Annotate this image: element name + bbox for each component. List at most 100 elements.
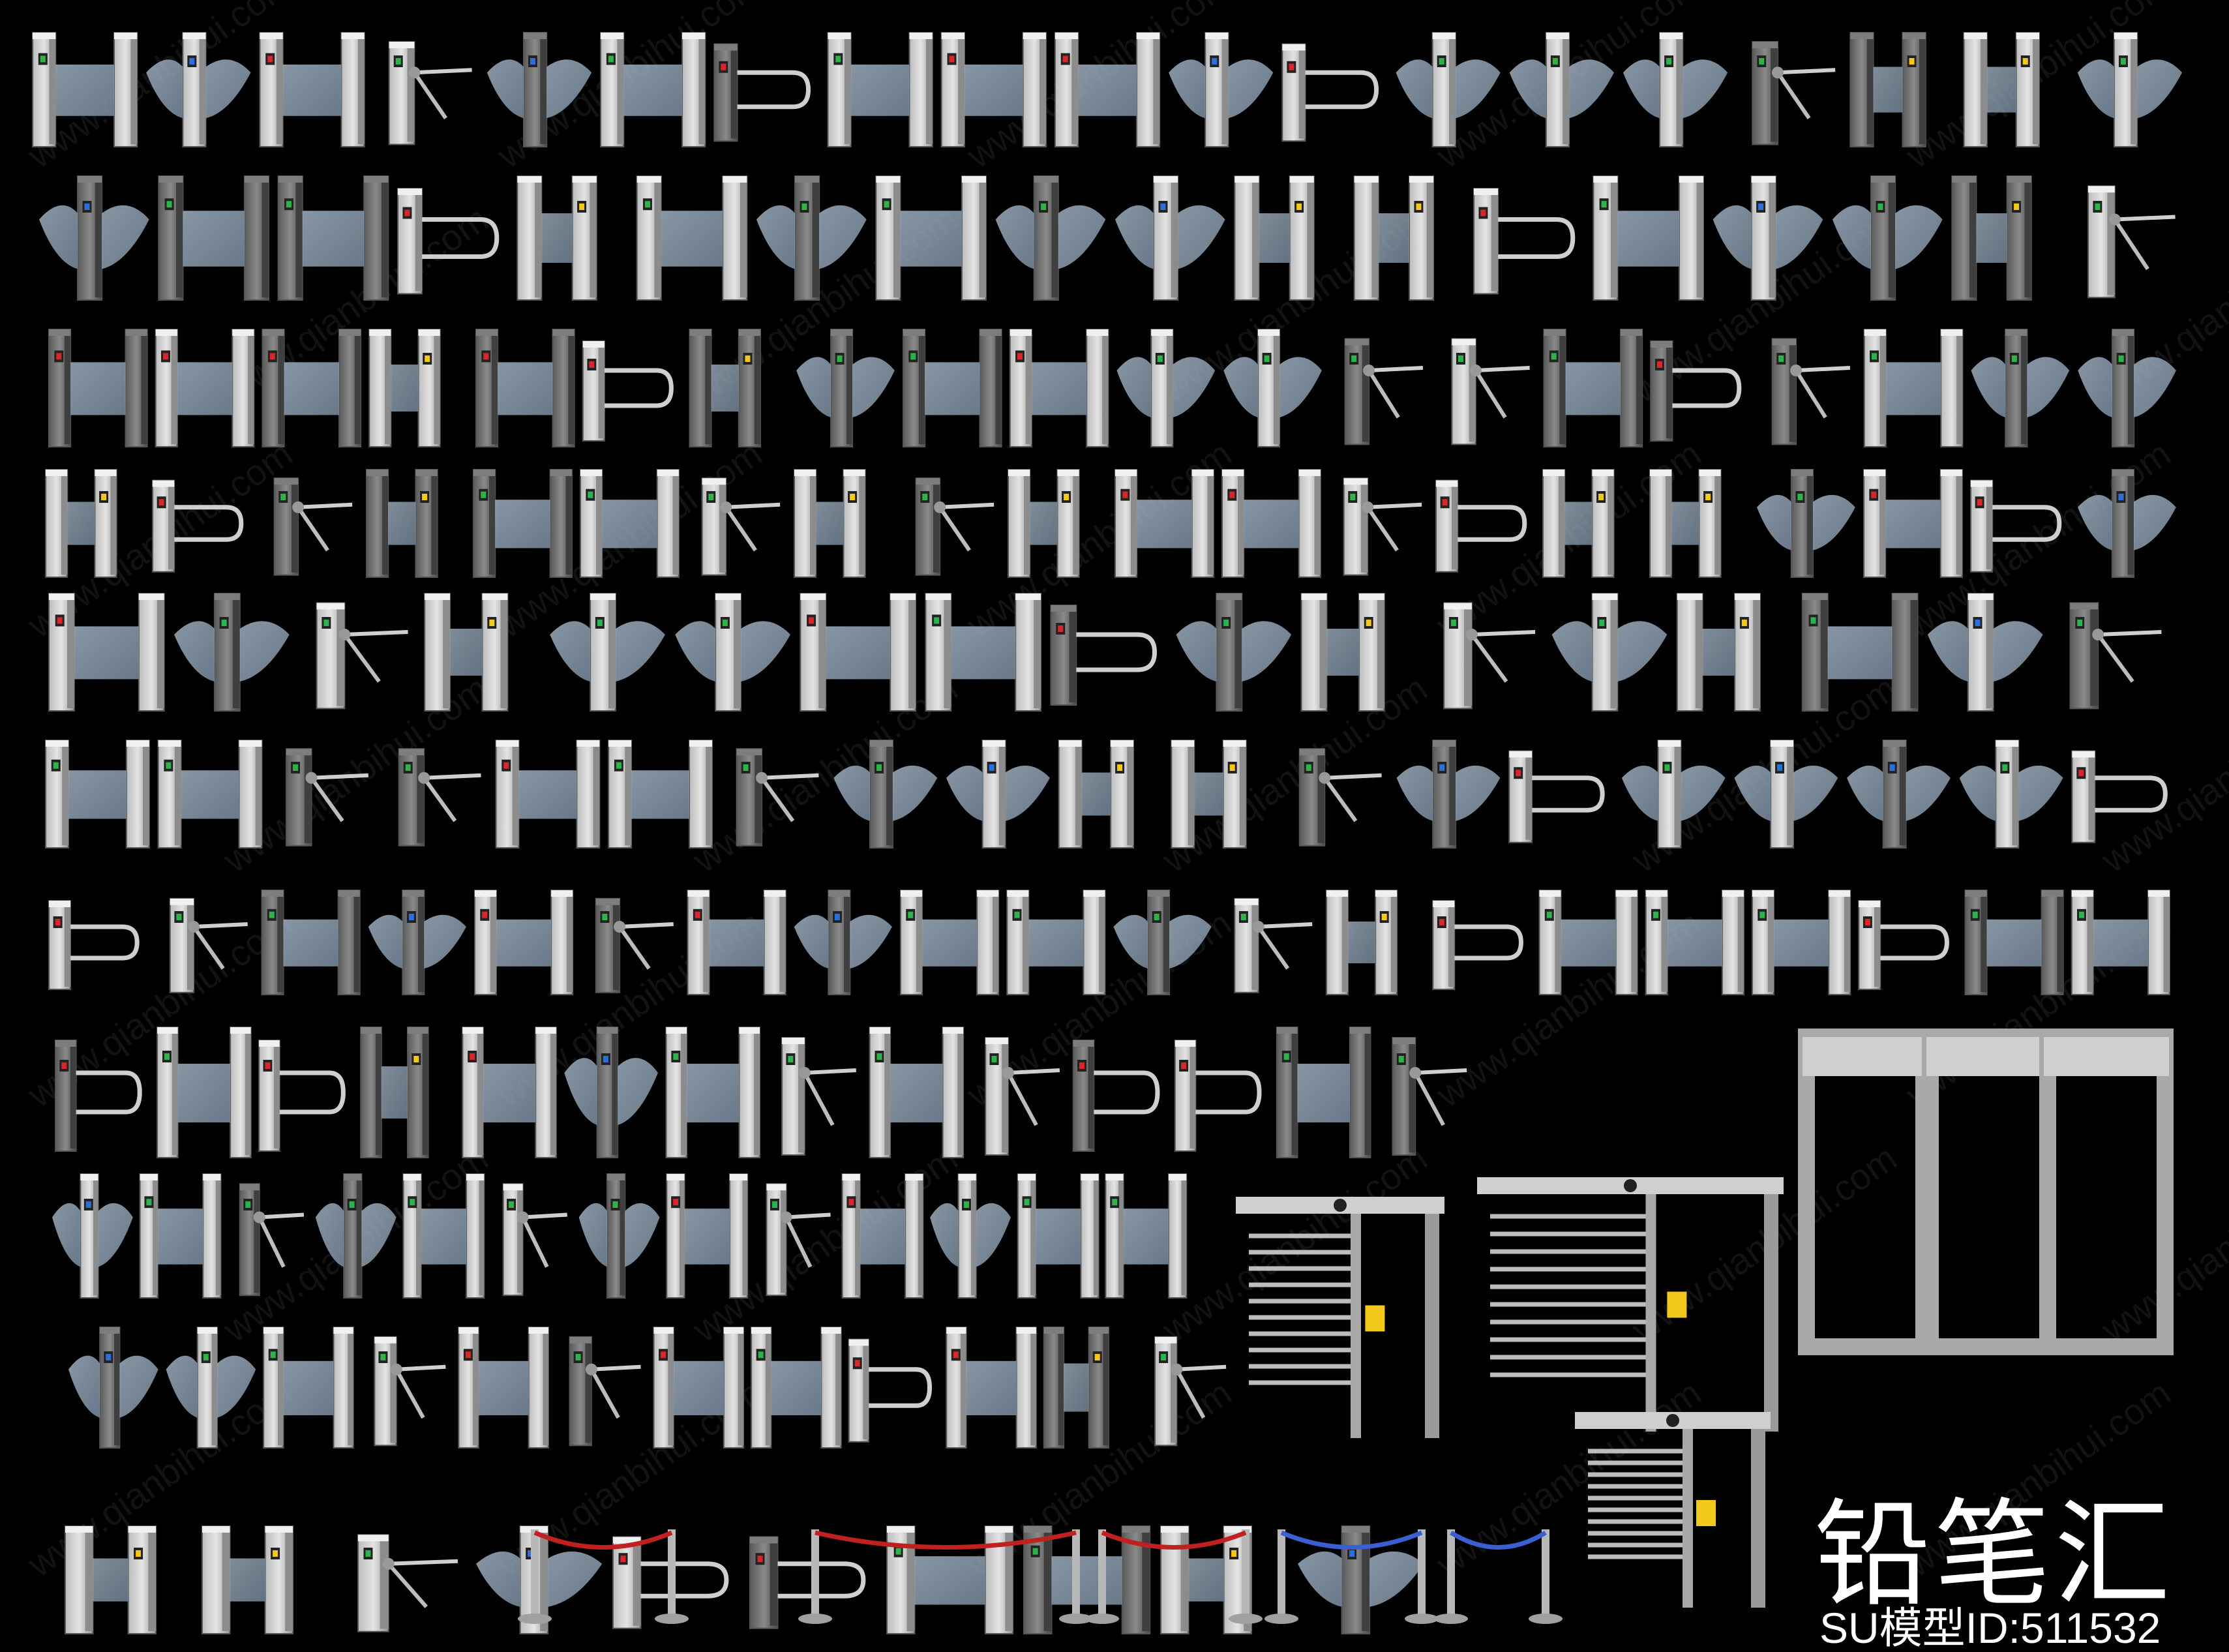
indicator-light-icon	[163, 353, 169, 360]
tripod-hub	[614, 921, 626, 933]
turnstile-unit	[900, 890, 1000, 995]
pillar-top	[503, 1184, 523, 1191]
turnstile-unit	[286, 748, 369, 847]
pillar-top	[2070, 603, 2099, 610]
card-reader-icon	[1667, 1291, 1687, 1318]
pillar-side-face	[434, 332, 440, 444]
pillar-top	[1136, 33, 1160, 39]
pillar-top	[1509, 751, 1533, 758]
pillar-top	[1965, 890, 1987, 897]
indicator-light-icon	[1398, 1056, 1404, 1062]
pillar-side-face	[779, 893, 786, 992]
indicator-light-icon	[509, 1201, 515, 1208]
indicator-light-icon	[470, 1053, 475, 1060]
turnstile-unit	[1713, 175, 1823, 301]
indicator-light-icon	[265, 1062, 271, 1069]
turnstile-unit	[202, 1525, 294, 1634]
pillar-top	[339, 329, 361, 336]
flap-wing	[548, 1551, 603, 1607]
tripod-arm	[940, 502, 995, 509]
pillar-top	[262, 890, 284, 897]
tripod-arm	[414, 68, 472, 75]
glass-panel	[1827, 626, 1892, 680]
pillar-top	[2071, 890, 2093, 897]
pillar-top	[828, 33, 851, 39]
pillar-top	[843, 470, 865, 476]
pillar-top	[157, 1027, 178, 1034]
indicator-light-icon	[1264, 355, 1270, 362]
tripod-arm	[311, 773, 369, 780]
turnstile-unit	[1757, 469, 1855, 578]
pillar-top	[535, 1027, 556, 1034]
stanchion-base	[1405, 1614, 1439, 1624]
pillar-side-face	[2088, 753, 2095, 840]
pillar-top	[1223, 740, 1246, 747]
indicator-light-icon	[837, 355, 843, 362]
glass-panel	[771, 1360, 822, 1416]
turnstile-unit	[1752, 41, 1836, 145]
pillar-side-face	[1167, 332, 1173, 444]
pillar-side-face	[1558, 472, 1565, 575]
pillar-side-face	[488, 472, 496, 575]
tripod-arm	[1324, 773, 1382, 780]
pillar-side-face	[1696, 179, 1703, 297]
arrow-indicator-icon	[1909, 58, 1915, 65]
pillar-top	[1354, 176, 1379, 183]
pillar-side-face	[835, 1330, 841, 1445]
pillar-top	[361, 1027, 381, 1034]
turnstile-unit	[2069, 602, 2162, 710]
glass-panel	[67, 502, 95, 545]
flap-wing	[1833, 205, 1872, 269]
flap-wing	[794, 914, 829, 969]
pillar-top	[830, 329, 853, 336]
indicator-light-icon	[1599, 620, 1605, 626]
glass-panel	[922, 919, 978, 967]
pillar-side-face	[171, 332, 177, 444]
pillar-side-face	[918, 1177, 923, 1295]
pillar-side-face	[1180, 1529, 1189, 1631]
pillar-side-face	[1874, 903, 1881, 987]
pillar-top	[946, 1327, 966, 1334]
indicator-light-icon	[395, 58, 401, 65]
tripod-arm	[395, 1368, 425, 1419]
indicator-light-icon	[608, 55, 614, 63]
tripod-arm	[2098, 630, 2162, 637]
tripod-arm	[1006, 1072, 1038, 1126]
indicator-light-icon	[146, 1199, 152, 1206]
card-reader-icon	[1696, 1500, 1716, 1526]
turnstile-unit	[277, 175, 389, 301]
indicator-light-icon	[349, 1201, 355, 1208]
pillar-side-face	[1207, 472, 1214, 575]
stanchion-base	[798, 1614, 832, 1624]
pillar-top	[1298, 470, 1321, 476]
pillar-top	[402, 890, 425, 897]
turnstile-unit	[2071, 890, 2170, 995]
pillar-top	[1864, 329, 1886, 336]
pillar-side-face	[273, 1043, 280, 1149]
pillar-side-face	[1787, 743, 1794, 845]
pillar-top	[1892, 593, 1918, 600]
stanchion-rope	[1101, 1530, 1247, 1550]
pillar-side-face	[417, 751, 425, 843]
indicator-light-icon	[269, 353, 275, 360]
indicator-light-icon	[661, 1351, 666, 1359]
flap-wing	[819, 205, 867, 269]
indicator-light-icon	[84, 203, 90, 210]
pillar-side-face	[517, 1186, 523, 1293]
pillar-side-face	[390, 1339, 396, 1443]
tripod-hub	[418, 772, 430, 784]
pillar-top	[263, 1327, 284, 1334]
turnstile-unit	[985, 1037, 1060, 1156]
pillar-top	[729, 1174, 748, 1180]
pillar-top	[2007, 176, 2031, 183]
glass-panel	[1986, 919, 2042, 967]
indicator-light-icon	[884, 201, 890, 208]
glass-panel	[1348, 922, 1376, 963]
flap-wing	[1169, 59, 1206, 119]
flap-wing	[1734, 765, 1771, 821]
turnstile-unit	[995, 175, 1106, 301]
turnstile-unit	[1169, 32, 1274, 147]
pillar-side-face	[992, 893, 999, 992]
indicator-light-icon	[1889, 764, 1895, 771]
pillar-top	[462, 1027, 483, 1034]
